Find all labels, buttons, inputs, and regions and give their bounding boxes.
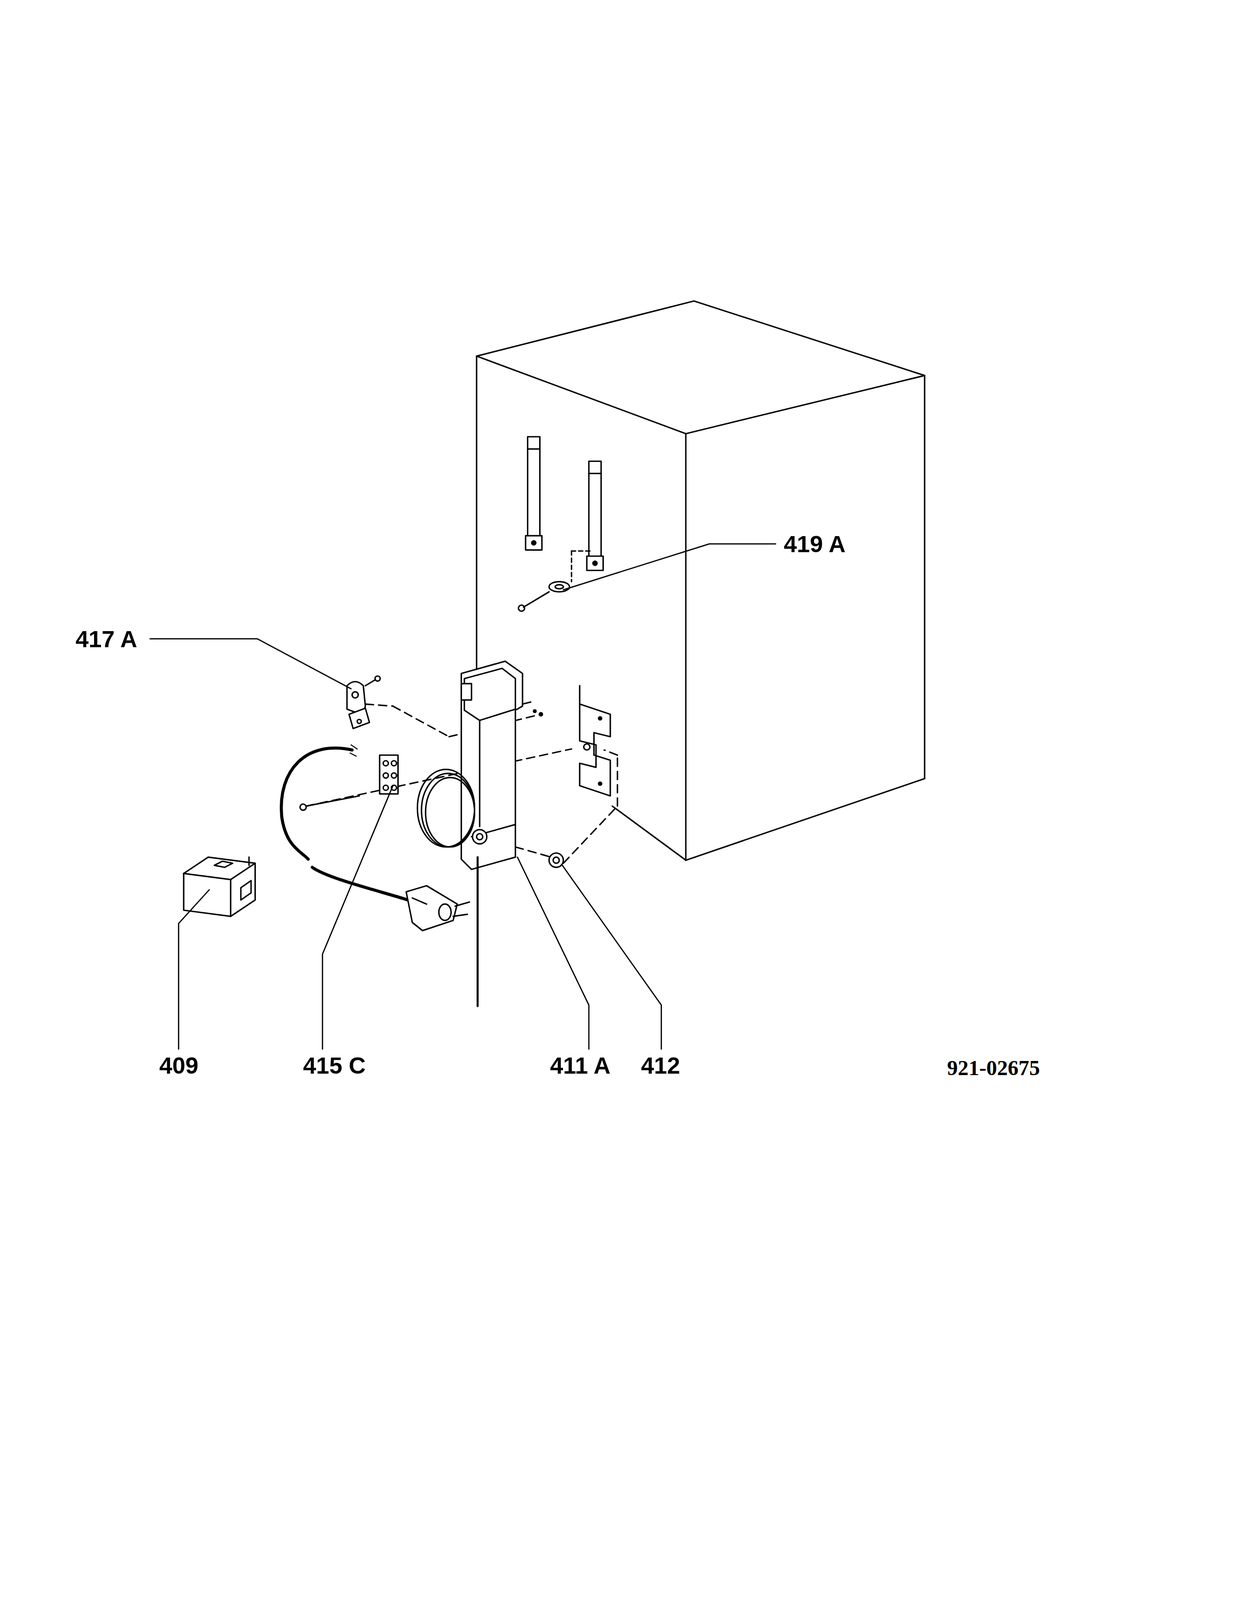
thermostat [461,661,531,870]
mains-cable [281,744,470,931]
capillary-tube [417,769,478,1007]
callout-number: 411 A [550,1053,611,1078]
callout-number: 412 [640,1053,680,1078]
callout-number: 419 A [783,532,846,556]
nut [548,853,563,868]
leader-lines [150,543,776,1049]
callout-number: 417 A [75,627,138,651]
hanging-brackets [525,436,603,571]
cabinet [476,301,925,861]
strain-relief [347,676,381,729]
cable-clip [518,551,591,612]
mounting-plate [579,685,611,796]
callout-number: 415 C [303,1053,366,1078]
callout-number: 409 [159,1053,199,1078]
drawing-number: 921-02675 [947,1057,1040,1080]
cover [183,857,256,917]
terminal-block [300,755,399,811]
